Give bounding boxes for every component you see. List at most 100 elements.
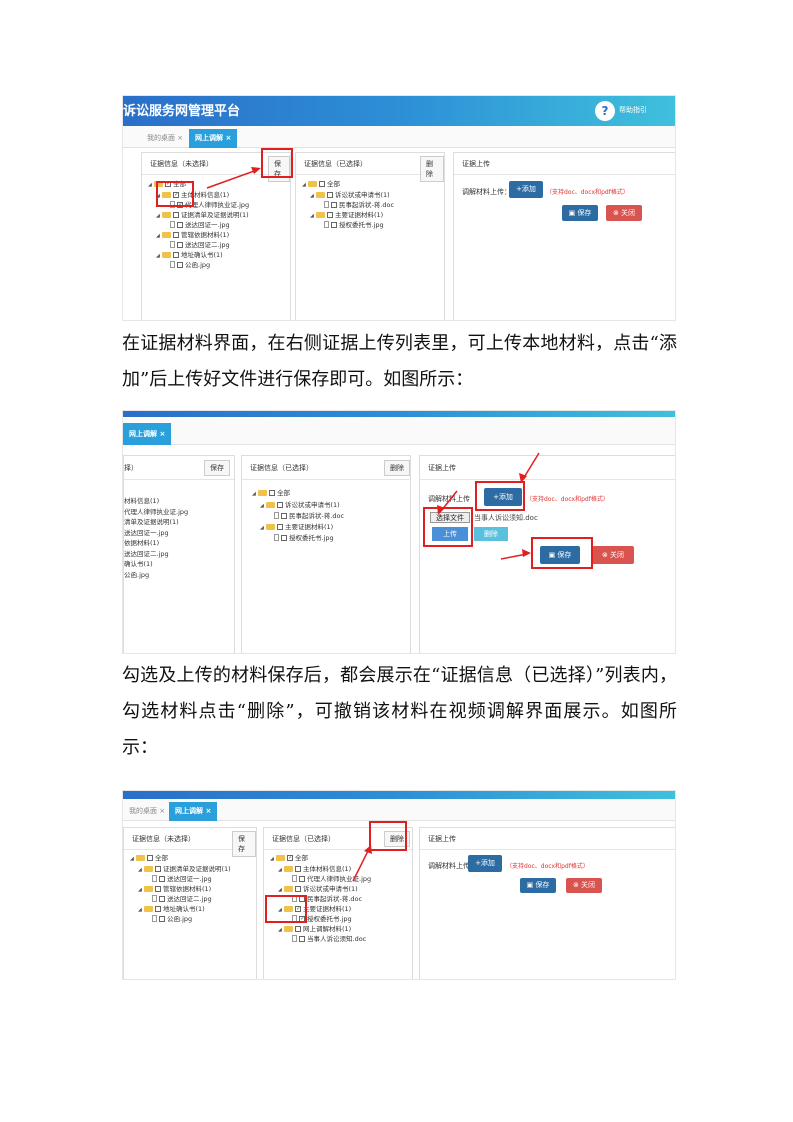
checkbox[interactable]	[327, 211, 333, 218]
tab-online-mediation[interactable]: 网上调解 ×	[123, 423, 172, 445]
tab-online-mediation[interactable]: 网上调解 ×	[189, 129, 238, 148]
checkbox[interactable]	[277, 501, 283, 508]
tree-node[interactable]: ◢主要证据材料(1)	[310, 210, 384, 219]
checkbox[interactable]	[177, 222, 183, 228]
tree-node[interactable]: 送达回证二.jpg	[148, 241, 249, 251]
delete-button[interactable]: 删除	[384, 831, 410, 847]
tree-node[interactable]: ◢地址确认书(1)	[156, 250, 223, 259]
save-button[interactable]: ▣ 保存	[520, 878, 556, 893]
checkbox[interactable]	[155, 865, 161, 872]
tree-node[interactable]: 依据材料(1)	[124, 539, 160, 547]
checkbox[interactable]	[177, 262, 183, 268]
tree-node[interactable]: ◢全部	[302, 180, 340, 188]
tree-node[interactable]: 公函.jpg	[124, 570, 150, 579]
tree-node[interactable]: 代理人律师执业证.jpg	[270, 875, 371, 885]
tree-node[interactable]: 当事人诉讼须知.doc	[270, 935, 371, 945]
tree-node[interactable]: ◢管辖依据材料(1)	[156, 230, 230, 239]
tree-node[interactable]: 授权委托书.jpg	[302, 221, 394, 231]
checkbox[interactable]	[295, 925, 301, 932]
checkbox[interactable]	[159, 916, 165, 922]
tree-node[interactable]: ◢地址确认书(1)	[138, 904, 205, 913]
close-button[interactable]: ⊗ 关闭	[606, 205, 642, 221]
checkbox[interactable]	[331, 222, 337, 228]
delete-file-button[interactable]: 删除	[474, 527, 508, 541]
choose-file-button[interactable]: 选择文件	[430, 512, 470, 523]
tree-node[interactable]: 送达回证二.jpg	[124, 549, 169, 558]
tree-node[interactable]: ◢主要证据材料(1)	[270, 904, 371, 916]
checkbox[interactable]	[173, 251, 179, 258]
checkbox[interactable]	[287, 853, 293, 863]
tree-node[interactable]: 授权委托书.jpg	[252, 533, 344, 544]
add-button[interactable]: +添加	[468, 855, 502, 872]
save-button[interactable]: ▣ 保存	[540, 546, 580, 564]
tree-node[interactable]: 材料信息(1)	[124, 497, 160, 505]
close-icon[interactable]: ×	[205, 807, 212, 815]
tree-node[interactable]: 代理人律师执业证.jpg	[124, 507, 189, 516]
save-button[interactable]: 保存	[204, 460, 230, 476]
checkbox[interactable]	[155, 905, 161, 912]
tree-node[interactable]: 送达回证一.jpg	[124, 528, 169, 537]
checkbox[interactable]	[327, 191, 333, 198]
checkbox[interactable]	[281, 535, 287, 541]
checkbox[interactable]	[269, 490, 275, 496]
add-button[interactable]: +添加	[484, 488, 522, 506]
checkbox[interactable]	[295, 904, 301, 913]
checkbox[interactable]	[159, 876, 165, 882]
tree-node[interactable]: 民事起诉状-蒋.doc	[302, 201, 394, 211]
tree-node[interactable]: ◢管辖依据材料(1)	[138, 884, 212, 893]
tree-node[interactable]: ◢证据清单及证据说明(1)	[138, 864, 231, 873]
tree-node[interactable]: 清单及证据说明(1)	[124, 518, 179, 526]
tree-node[interactable]: ◢诉讼状或申请书(1)	[278, 884, 358, 893]
tree-node[interactable]: ◢全部	[130, 854, 168, 862]
tree-node[interactable]: 民事起诉状-蒋.doc	[252, 511, 344, 522]
panel-title: 证据信息（未选择）	[124, 828, 256, 850]
upload-button[interactable]: 上传	[432, 527, 468, 541]
close-icon[interactable]: ×	[225, 134, 232, 142]
tree-node[interactable]: 送达回证二.jpg	[130, 895, 231, 905]
checkbox[interactable]	[331, 202, 337, 208]
tab-online-mediation[interactable]: 网上调解 ×	[169, 802, 218, 821]
close-button[interactable]: ⊗ 关闭	[566, 878, 602, 893]
delete-button[interactable]: 删除	[384, 460, 410, 476]
tree-node[interactable]: 送达回证一.jpg	[130, 875, 231, 885]
checkbox[interactable]	[295, 885, 301, 892]
close-button[interactable]: ⊗ 关闭	[592, 546, 634, 564]
checkbox[interactable]	[155, 885, 161, 892]
close-icon[interactable]: ×	[159, 430, 166, 438]
tree-node[interactable]: 公函.jpg	[148, 261, 249, 271]
checkbox[interactable]	[173, 231, 179, 238]
save-button[interactable]: 保存	[232, 831, 256, 857]
checkbox[interactable]	[277, 523, 283, 530]
tree-node[interactable]: ◢网上调解材料(1)	[278, 924, 352, 933]
checkbox[interactable]	[299, 936, 305, 942]
checkbox[interactable]	[173, 190, 179, 199]
close-icon[interactable]: ×	[177, 134, 184, 142]
tree-node[interactable]: ◢证据清单及证据说明(1)	[156, 210, 249, 219]
help-icon[interactable]: ?	[595, 101, 615, 121]
close-icon[interactable]: ×	[159, 807, 166, 815]
checkbox[interactable]	[173, 211, 179, 218]
tree-node[interactable]: ◢主体材料信息(1)	[278, 864, 352, 873]
add-button[interactable]: +添加	[509, 181, 543, 198]
checkbox[interactable]	[177, 242, 183, 248]
tab-desktop[interactable]: 我的桌面 ×	[129, 807, 166, 815]
tab-desktop[interactable]: 我的桌面 ×	[147, 134, 184, 142]
checkbox[interactable]	[319, 181, 325, 187]
tree-node[interactable]: ◢主要证据材料(1)	[260, 522, 334, 531]
tree-node[interactable]: ◢全部	[270, 853, 371, 865]
checkbox[interactable]	[295, 865, 301, 872]
tree-node[interactable]: ◢诉讼状或申请书(1)	[260, 500, 340, 509]
save-button[interactable]: 保存	[268, 156, 290, 182]
tree-node[interactable]: 确认书(1)	[124, 560, 153, 568]
tree-node[interactable]: 送达回证一.jpg	[148, 221, 249, 231]
delete-button[interactable]: 删除	[420, 156, 444, 182]
save-button[interactable]: ▣ 保存	[562, 205, 598, 221]
checkbox[interactable]	[299, 876, 305, 882]
checkbox[interactable]	[281, 513, 287, 519]
tree-node[interactable]: 公函.jpg	[130, 915, 231, 925]
tree-node[interactable]: ◢诉讼状或申请书(1)	[310, 190, 390, 199]
help-link[interactable]: 帮助指引	[619, 106, 647, 114]
tree-node[interactable]: ◢全部	[252, 489, 290, 497]
checkbox[interactable]	[159, 896, 165, 902]
checkbox[interactable]	[147, 855, 153, 861]
